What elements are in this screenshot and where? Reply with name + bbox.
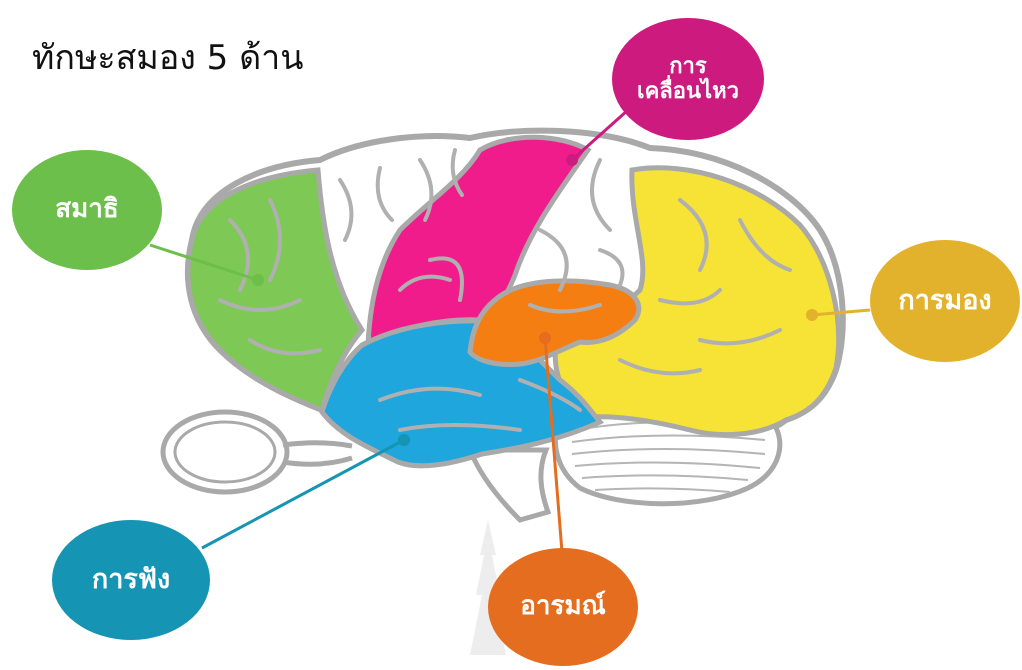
hearing-bubble[interactable]: การฟัง	[52, 520, 210, 640]
movement-bubble[interactable]: การ เคลื่อนไหว	[612, 18, 764, 140]
hearing-label: การฟัง	[91, 564, 171, 596]
eye-outline	[160, 409, 353, 495]
movement-label-line2: เคลื่อนไหว	[637, 79, 739, 104]
brain-gyri	[218, 148, 792, 432]
connector-attention	[149, 243, 259, 282]
vision-bubble[interactable]: การมอง	[870, 240, 1020, 362]
limbic-region	[467, 278, 642, 367]
connector-lines	[149, 108, 871, 553]
attention-bubble[interactable]: สมาธิ	[12, 150, 162, 270]
connector-movement	[571, 108, 629, 162]
emotion-label: อารมณ์	[520, 591, 606, 622]
emotion-bubble[interactable]: อารมณ์	[488, 548, 638, 666]
page-title: ทักษะสมอง 5 ด้าน	[32, 38, 304, 78]
attention-label: สมาธิ	[55, 194, 119, 225]
connector-emotion	[543, 337, 564, 553]
connector-vision	[811, 308, 871, 317]
movement-label-line1: การ	[669, 53, 707, 79]
vision-label: การมอง	[898, 285, 992, 317]
connector-hearing	[201, 438, 405, 550]
brain-stem	[466, 447, 552, 523]
